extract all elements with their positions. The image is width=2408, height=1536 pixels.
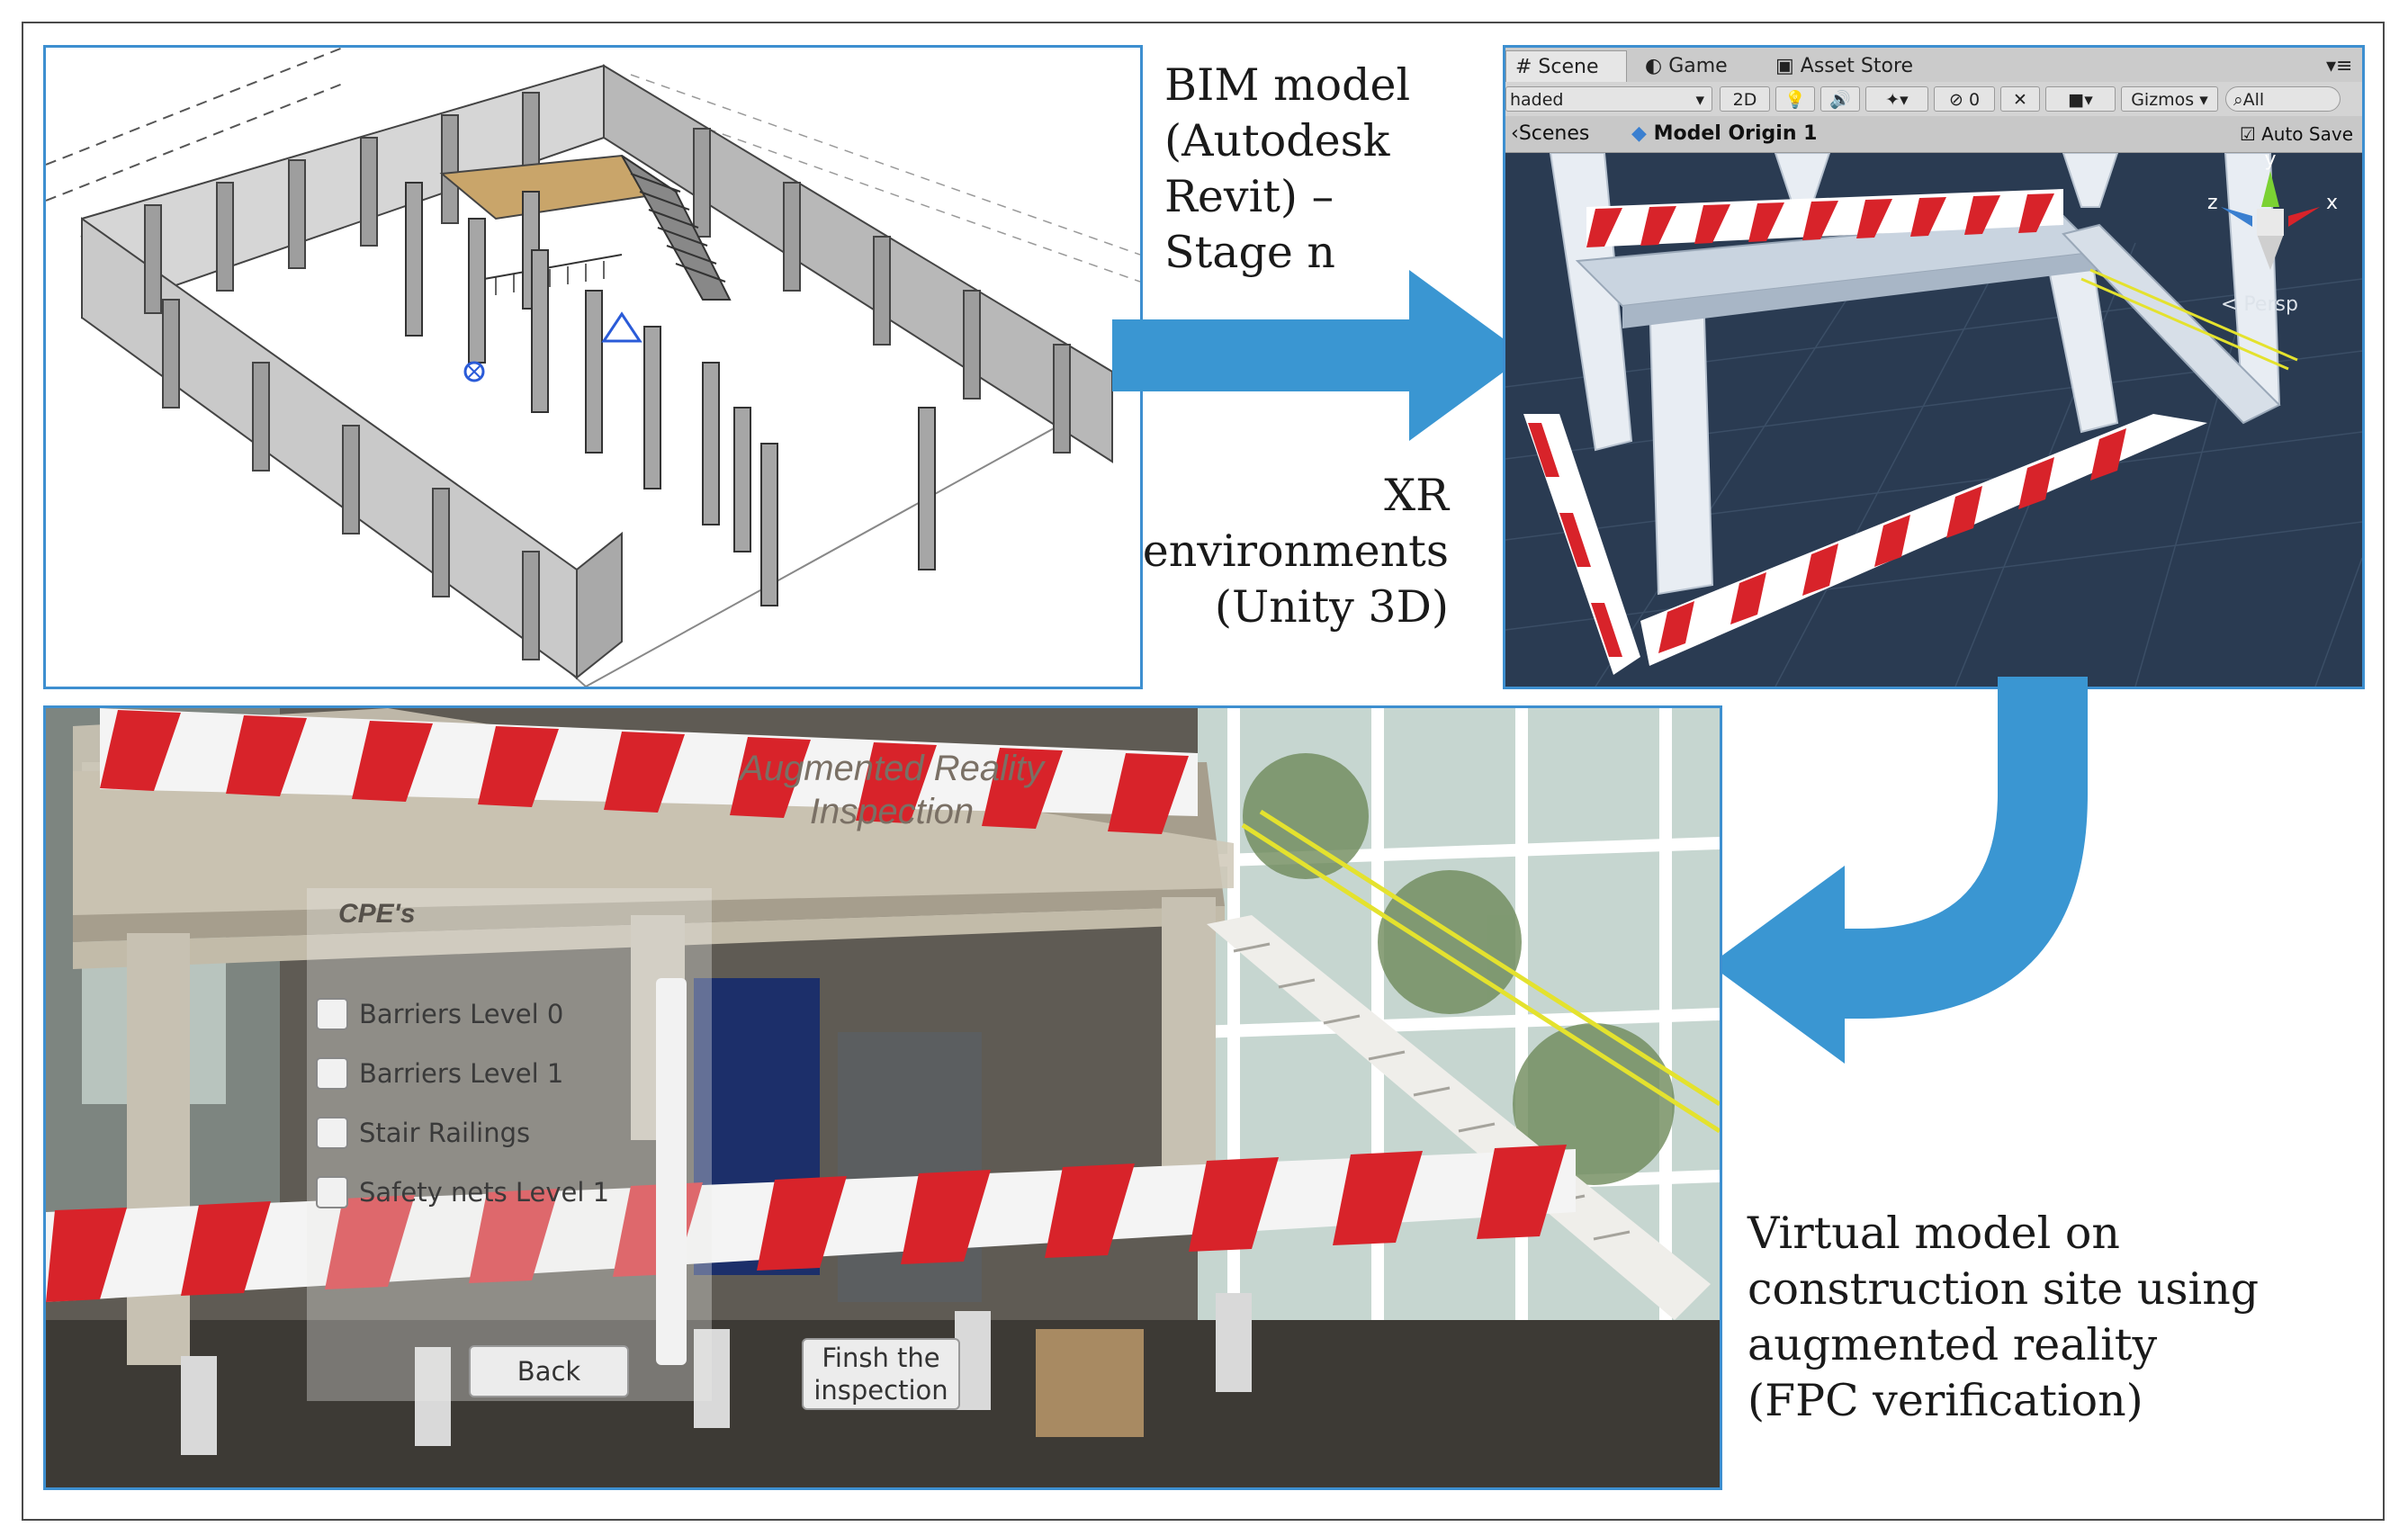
back-button[interactable]: Back (469, 1345, 629, 1397)
cpe-checklist-panel (307, 888, 712, 1401)
ar-overlay-title-line2: Inspection (810, 792, 974, 831)
checkbox-barriers-level-1[interactable] (316, 1057, 348, 1090)
ar-caption: Virtual model on construction site using… (1748, 1208, 2260, 1426)
bim-caption: BIM model (Autodesk Revit) – Stage n (1164, 59, 1411, 278)
auto-save-toggle[interactable]: ☑ Auto Save (2239, 123, 2353, 145)
unity-breadcrumb: ‹Scenes ◆ Model Origin 1 ☑ Auto Save (1505, 116, 2362, 153)
back-chevron-icon: ‹ (1511, 122, 1519, 145)
unity-editor-panel: # Scene ◐ Game ▣ Asset Store ▾≡ haded▾ 2… (1503, 45, 2365, 689)
checklist-label: Stair Railings (359, 1118, 531, 1148)
store-icon: ▣ (1775, 55, 1801, 77)
scene-search-input[interactable]: ⌕All (2225, 86, 2341, 112)
checklist-label: Barriers Level 1 (359, 1058, 564, 1089)
tab-menu-icon[interactable]: ▾≡ (2326, 55, 2353, 77)
checkbox-stair-railings[interactable] (316, 1117, 348, 1149)
shading-mode-dropdown[interactable]: haded▾ (1505, 86, 1712, 112)
unity-scene-toolbar: haded▾ 2D 💡 🔊 ✦▾ ⊘ 0 ✕ ■▾ Gizmos ▾ ⌕All (1505, 82, 2362, 117)
toggle-2d-button[interactable]: 2D (1720, 86, 1770, 112)
checklist-label: Safety nets Level 1 (359, 1177, 610, 1208)
gizmo-y-label: y (2264, 153, 2276, 171)
search-icon: ⌕ (2233, 90, 2243, 110)
checkbox-barriers-level-0[interactable] (316, 998, 348, 1030)
gizmo-x-label: x (2326, 192, 2338, 214)
tab-scene[interactable]: # Scene (1505, 50, 1627, 82)
game-icon: ◐ (1645, 55, 1669, 77)
unity-tab-bar: # Scene ◐ Game ▣ Asset Store ▾≡ (1505, 48, 2362, 83)
bim-model-panel (43, 45, 1143, 689)
audio-icon[interactable]: 🔊 (1820, 86, 1860, 112)
tab-asset-store[interactable]: ▣ Asset Store (1775, 55, 1914, 77)
arrow-bim-to-unity (1112, 270, 1526, 441)
gizmos-dropdown[interactable]: Gizmos ▾ (2121, 86, 2218, 112)
lighting-icon[interactable]: 💡 (1775, 86, 1815, 112)
cube-icon: ◆ (1631, 122, 1654, 145)
hidden-objects-toggle[interactable]: ⊘ 0 (1934, 86, 1995, 112)
camera-icon[interactable]: ■▾ (2045, 86, 2116, 112)
checkbox-checked-icon: ☑ (2239, 123, 2256, 145)
gizmo-z-label: z (2207, 192, 2218, 214)
cpe-list-title: CPE's (338, 899, 416, 929)
arrow-unity-to-ar (1710, 677, 2088, 1064)
breadcrumb-scenes[interactable]: ‹Scenes (1511, 122, 1590, 145)
bim-model-drawing (46, 48, 1140, 687)
xr-caption: XR environments (Unity 3D) (1142, 470, 1449, 633)
ar-view-panel: Augmented Reality Inspection CPE's Barri… (43, 705, 1722, 1490)
unity-scene-viewport: y x z < Persp (1505, 153, 2362, 687)
checklist-label: Barriers Level 0 (359, 999, 564, 1029)
tab-game[interactable]: ◐ Game (1645, 55, 1728, 77)
ar-overlay-title-line1: Augmented Reality (738, 749, 1047, 788)
axis-gizmo-icon (2221, 171, 2320, 270)
checklist-scrollbar[interactable] (656, 978, 687, 1365)
chevron-down-icon: ▾ (1695, 90, 1704, 110)
effects-icon[interactable]: ✦▾ (1865, 86, 1928, 112)
breadcrumb-model-origin[interactable]: ◆ Model Origin 1 (1631, 122, 1818, 145)
persp-label: < Persp (2221, 293, 2298, 316)
checkbox-safety-nets-level-1[interactable] (316, 1176, 348, 1208)
eye-off-icon: ⊘ (1948, 90, 1963, 110)
tools-icon[interactable]: ✕ (2000, 86, 2040, 112)
finish-inspection-button[interactable]: Finsh the inspection (802, 1338, 960, 1410)
